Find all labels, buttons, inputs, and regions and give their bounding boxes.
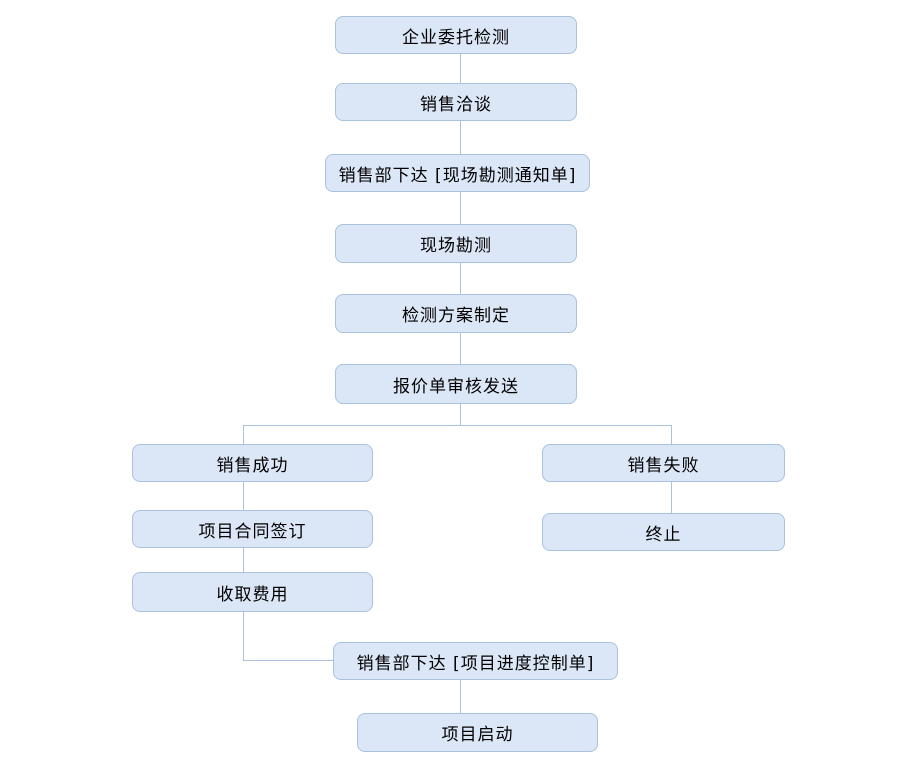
node-sales-dept-issues-project-progress-control-sheet: 销售部下达 [项目进度控制单] [333,642,618,680]
edge-quotation-branch-stub [460,404,461,425]
edge-fee-elbow-vertical [243,612,244,660]
node-enterprise-entrusted-testing: 企业委托检测 [335,16,577,54]
edge-success-to-contract [243,482,244,510]
edge-branch-horizontal [243,425,672,426]
node-sales-dept-issues-site-survey-notice: 销售部下达 [现场勘测通知单] [325,154,590,192]
node-sales-failure: 销售失败 [542,444,785,482]
edge-branch-to-sales-failure [671,425,672,444]
edge-plan-to-quotation [460,333,461,364]
node-terminate: 终止 [542,513,785,551]
edge-fee-elbow-horizontal [243,660,333,661]
edge-branch-to-sales-success [243,425,244,444]
node-testing-plan-formulation: 检测方案制定 [335,294,577,333]
edge-enterprise-to-negotiation [460,54,461,83]
edge-survey-notice-to-site-survey [460,192,461,224]
node-sales-success: 销售成功 [132,444,373,482]
node-sales-negotiation: 销售洽谈 [335,83,577,121]
node-project-launch: 项目启动 [357,713,598,752]
node-quotation-review-and-send: 报价单审核发送 [335,364,577,404]
node-site-survey: 现场勘测 [335,224,577,263]
edge-contract-to-fee [243,548,244,572]
edge-negotiation-to-survey-notice [460,121,461,154]
edge-site-survey-to-plan [460,263,461,294]
edge-failure-to-terminate [671,482,672,513]
edge-progress-control-to-launch [460,680,461,713]
node-project-contract-signing: 项目合同签订 [132,510,373,548]
node-fee-collection: 收取费用 [132,572,373,612]
